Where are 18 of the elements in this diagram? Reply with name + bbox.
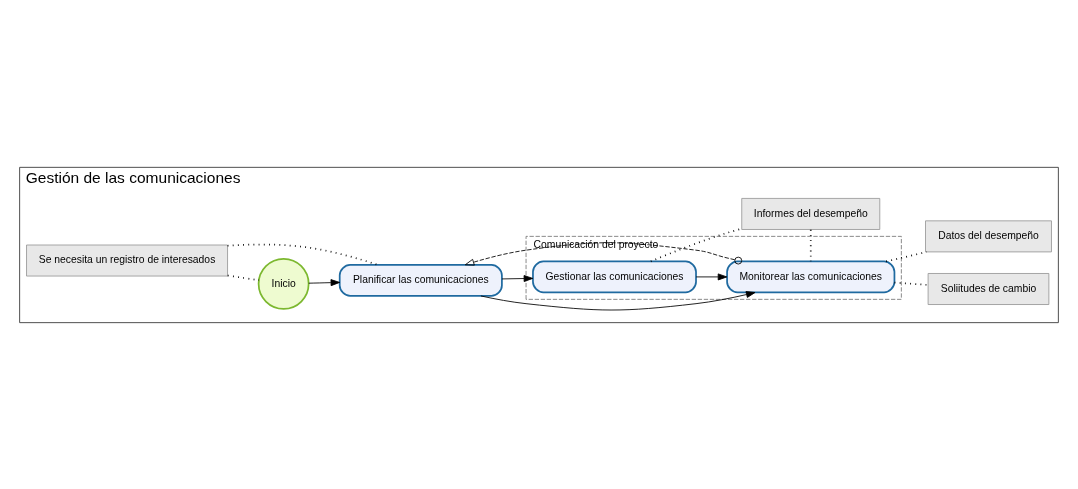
connector <box>893 281 929 286</box>
node-box: Soliitudes de cambio <box>927 272 1050 305</box>
arrow <box>480 290 756 310</box>
arrow <box>695 272 728 280</box>
connector <box>885 250 928 262</box>
node-box: Datos del desempeño <box>925 219 1052 252</box>
node-box: Planificar las comunicaciones <box>338 263 503 297</box>
node-box: Se necesita un registro de interesados <box>26 244 228 276</box>
connector <box>226 243 379 266</box>
node-box: Informes del desempeño <box>741 197 881 230</box>
node-box: Gestionar las comunicaciones <box>532 260 697 293</box>
node-box: Monitorear las comunicaciones <box>726 260 896 293</box>
connector <box>226 274 260 281</box>
arrow <box>501 274 534 282</box>
arrow <box>308 278 341 286</box>
node-circle: Inicio <box>257 257 310 310</box>
connector <box>650 227 743 262</box>
arrow <box>464 241 743 266</box>
